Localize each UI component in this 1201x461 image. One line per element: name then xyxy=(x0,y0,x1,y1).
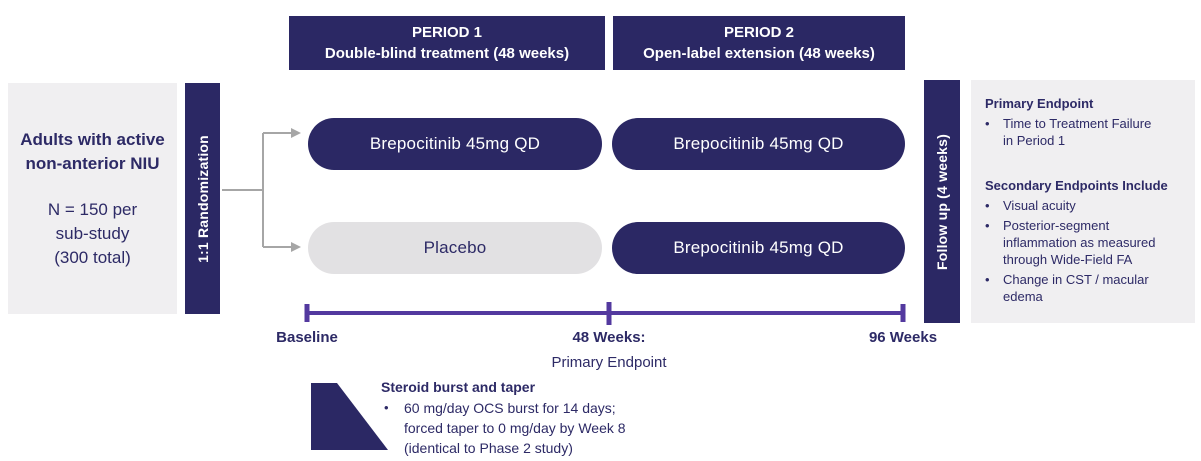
secondary-endpoint-item: • Change in CST / macular edema xyxy=(985,272,1149,304)
arm-label: Brepocitinib 45mg QD xyxy=(673,238,844,257)
population-detail: N = 150 per sub-study (300 total) xyxy=(48,198,137,270)
steroid-note-title: Steroid burst and taper xyxy=(381,379,536,395)
primary-endpoint-item: • Time to Treatment Failure in Period 1 xyxy=(985,116,1152,148)
arm-period1-brepocitinib: Brepocitinib 45mg QD xyxy=(308,118,602,170)
arm-label: Brepocitinib 45mg QD xyxy=(369,134,541,153)
timeline-sublabel-primary-endpoint: Primary Endpoint xyxy=(551,354,667,371)
primary-endpoint-title: Primary Endpoint xyxy=(985,96,1094,111)
arrow-right-icon xyxy=(291,242,301,252)
randomization-bar: 1:1 Randomization xyxy=(185,83,220,314)
bullet-icon: • xyxy=(985,218,990,233)
followup-label: Follow up (4 weeks) xyxy=(934,133,951,270)
bullet-icon: • xyxy=(384,400,389,415)
arm-label: Brepocitinib 45mg QD xyxy=(673,134,844,153)
period-2-subtitle: Open-label extension (48 weeks) xyxy=(643,45,875,62)
endpoints-spacer xyxy=(985,152,1183,177)
arm-label: Placebo xyxy=(423,238,487,257)
period-1-header: PERIOD 1 Double-blind treatment (48 week… xyxy=(289,16,605,70)
period-1-subtitle: Double-blind treatment (48 weeks) xyxy=(324,45,570,62)
randomization-label: 1:1 Randomization xyxy=(194,134,211,263)
followup-bar: Follow up (4 weeks) xyxy=(924,80,960,323)
period-2-title: PERIOD 2 xyxy=(723,24,795,41)
period-2-header: PERIOD 2 Open-label extension (48 weeks) xyxy=(613,16,905,70)
population-detail-line: sub-study xyxy=(55,223,130,243)
arm-period1-placebo: Placebo xyxy=(308,222,602,274)
taper-wedge-icon xyxy=(311,383,388,450)
steroid-note-item: • 60 mg/day OCS burst for 14 days; force… xyxy=(384,400,626,456)
bullet-icon: • xyxy=(985,116,990,131)
population-box: Adults with active non-anterior NIU N = … xyxy=(8,83,177,314)
branch-connector xyxy=(222,128,301,252)
secondary-endpoint-item: • Posterior-segment inflammation as meas… xyxy=(985,218,1156,267)
period-1-title: PERIOD 1 xyxy=(411,24,483,41)
timeline-label-48weeks: 48 Weeks: xyxy=(572,329,646,346)
bullet-icon: • xyxy=(985,198,990,213)
population-headline: Adults with active non-anterior NIU xyxy=(20,129,165,173)
timeline-label-96weeks: 96 Weeks xyxy=(868,329,938,346)
secondary-endpoint-item: • Visual acuity xyxy=(985,198,1076,213)
population-detail-line: N = 150 per xyxy=(47,199,138,219)
timeline-label-baseline: Baseline xyxy=(276,329,338,346)
endpoints-box: Primary Endpoint • Time to Treatment Fai… xyxy=(971,80,1195,323)
timeline-axis xyxy=(304,302,906,325)
arrow-right-icon xyxy=(291,128,301,138)
secondary-endpoints-title: Secondary Endpoints Include xyxy=(985,178,1168,193)
arm-period2-brepocitinib-bottom: Brepocitinib 45mg QD xyxy=(612,222,905,274)
bullet-icon: • xyxy=(985,272,990,287)
population-detail-line: (300 total) xyxy=(54,247,131,267)
arm-period2-brepocitinib-top: Brepocitinib 45mg QD xyxy=(612,118,905,170)
